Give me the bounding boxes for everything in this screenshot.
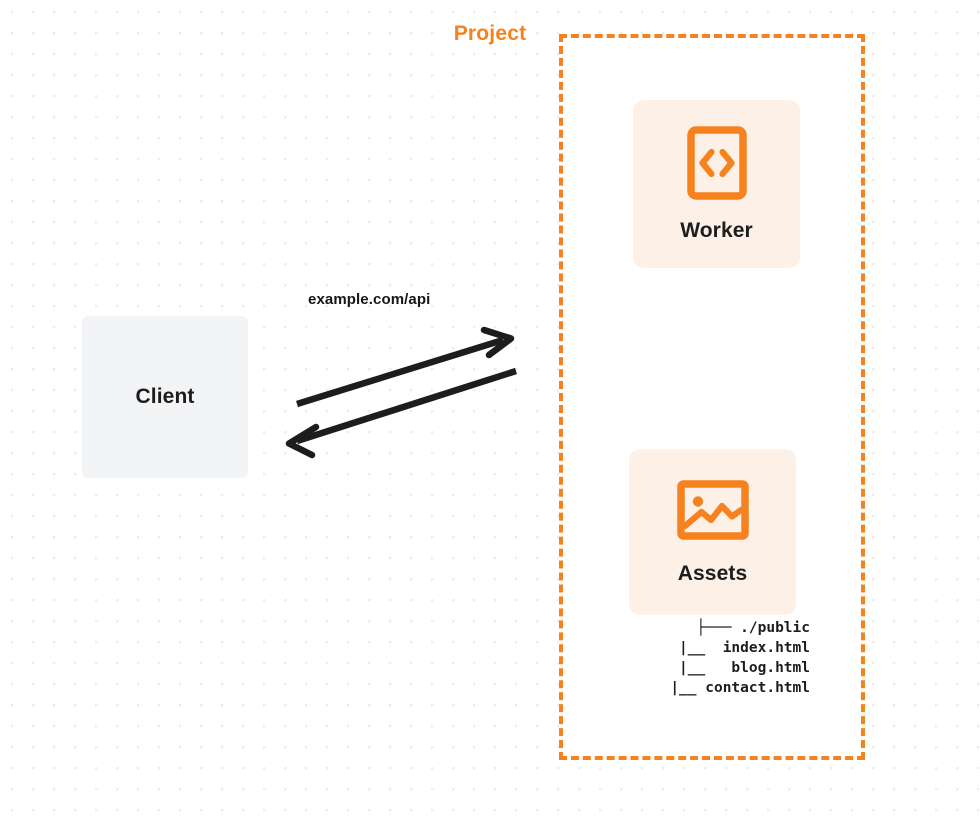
assets-node[interactable]: Assets xyxy=(629,449,796,615)
worker-node[interactable]: Worker xyxy=(633,100,800,268)
code-brackets-icon xyxy=(686,125,747,205)
request-url-label: example.com/api xyxy=(308,291,431,308)
response-arrow xyxy=(285,367,517,459)
request-arrow xyxy=(296,326,515,408)
client-node-label: Client xyxy=(135,385,195,408)
file-tree-row: |__ contact.html xyxy=(644,680,810,696)
assets-node-label: Assets xyxy=(677,561,748,585)
file-tree-row: |__ index.html xyxy=(652,640,810,656)
file-tree-row: ├─── ./public xyxy=(696,620,811,636)
worker-node-label: Worker xyxy=(680,218,753,242)
client-node[interactable]: Client xyxy=(82,316,248,478)
file-tree-row: |__ blog.html xyxy=(652,660,810,676)
assets-file-tree: ├─── ./public |__ index.html |__ blog.ht… xyxy=(600,618,810,698)
image-icon xyxy=(676,479,749,546)
project-boundary-label: Project xyxy=(446,22,534,46)
